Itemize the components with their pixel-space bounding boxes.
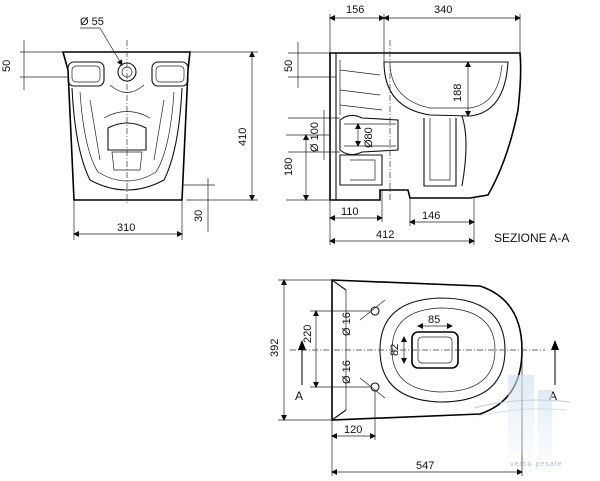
- front-dim-410: 410: [237, 128, 249, 146]
- front-left-pad: [67, 61, 105, 87]
- top-dia-16-lower: Ø 16: [341, 360, 353, 384]
- front-dia-55-label: Ø 55: [80, 16, 104, 28]
- watermark-text: vernu pesate: [510, 461, 562, 468]
- front-view: Ø 55 50 410 310 30: [1, 16, 258, 240]
- top-dim-547: 547: [416, 460, 434, 472]
- front-body-outline: [61, 51, 191, 201]
- front-dim-30: 30: [193, 210, 205, 222]
- top-dim-82: 82: [389, 344, 401, 356]
- section-dim-156: 156: [346, 4, 364, 16]
- top-section-mark-right: A: [549, 389, 557, 403]
- top-section-mark-left: A: [295, 389, 303, 403]
- section-dim-110: 110: [341, 206, 359, 218]
- front-dim-310: 310: [117, 222, 135, 234]
- section-dia-100: Ø 100: [309, 122, 321, 152]
- section-dim-50: 50: [283, 60, 295, 72]
- front-dim-50: 50: [1, 60, 13, 72]
- top-dim-85: 85: [428, 314, 440, 326]
- top-dim-392: 392: [269, 339, 281, 357]
- top-dim-220: 220: [302, 325, 314, 343]
- section-dim-180: 180: [283, 158, 295, 176]
- section-dim-146: 146: [422, 210, 440, 222]
- section-dim-340: 340: [434, 4, 452, 16]
- section-outlet-pipe: [339, 114, 399, 156]
- section-trap: [423, 118, 457, 187]
- top-dia-16-upper: Ø 16: [341, 312, 353, 336]
- front-right-pad: [151, 61, 189, 87]
- section-title: SEZIONE A-A: [494, 231, 569, 245]
- section-outer-outline: [329, 52, 522, 201]
- section-dim-412: 412: [376, 229, 394, 241]
- front-inner-shell: [71, 87, 183, 191]
- section-dia-80: Ø80: [363, 127, 375, 148]
- top-dim-120: 120: [344, 424, 362, 436]
- section-bowl: [383, 61, 509, 117]
- section-dim-188: 188: [452, 84, 464, 102]
- section-view: 156 340 50 188 Ø 100 Ø80 180 110 146: [283, 4, 569, 245]
- watermark: vernu pesate: [473, 375, 571, 468]
- top-view: A A 392 220 Ø 16 Ø 16 85 82 120 547: [269, 279, 559, 476]
